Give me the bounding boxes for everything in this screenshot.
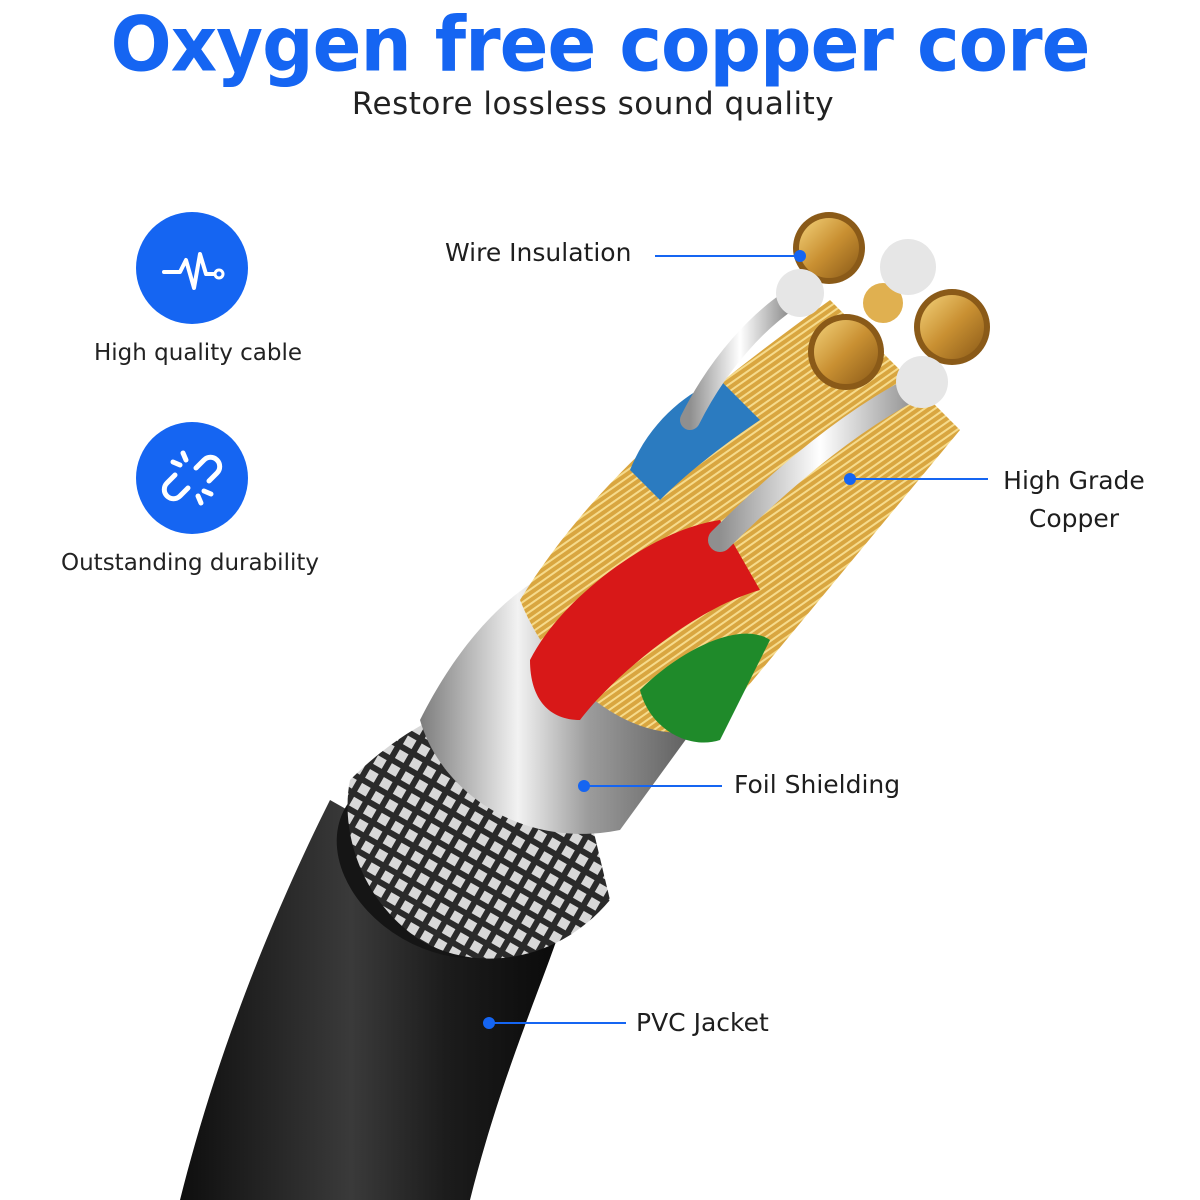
page-title: Oxygen free copper core <box>110 0 1091 89</box>
feature-label-quality: High quality cable <box>93 340 303 366</box>
feature-badge-durability <box>136 422 248 534</box>
callout-high-grade-copper-line1: High Grade <box>1003 466 1145 495</box>
feature-badge-quality <box>136 212 248 324</box>
callout-foil-shielding: Foil Shielding <box>734 770 901 799</box>
page-subtitle: Restore lossless sound quality <box>351 86 835 122</box>
broken-link-icon <box>161 450 223 506</box>
callout-lines <box>483 250 988 1029</box>
callout-high-grade-copper: High Grade Copper <box>996 462 1152 538</box>
callout-high-grade-copper-line2: Copper <box>1028 504 1120 533</box>
feature-label-durability: Outstanding durability <box>61 550 319 576</box>
heartbeat-icon <box>162 252 225 290</box>
callout-pvc-jacket: PVC Jacket <box>636 1008 769 1037</box>
callout-wire-insulation: Wire Insulation <box>445 238 632 267</box>
